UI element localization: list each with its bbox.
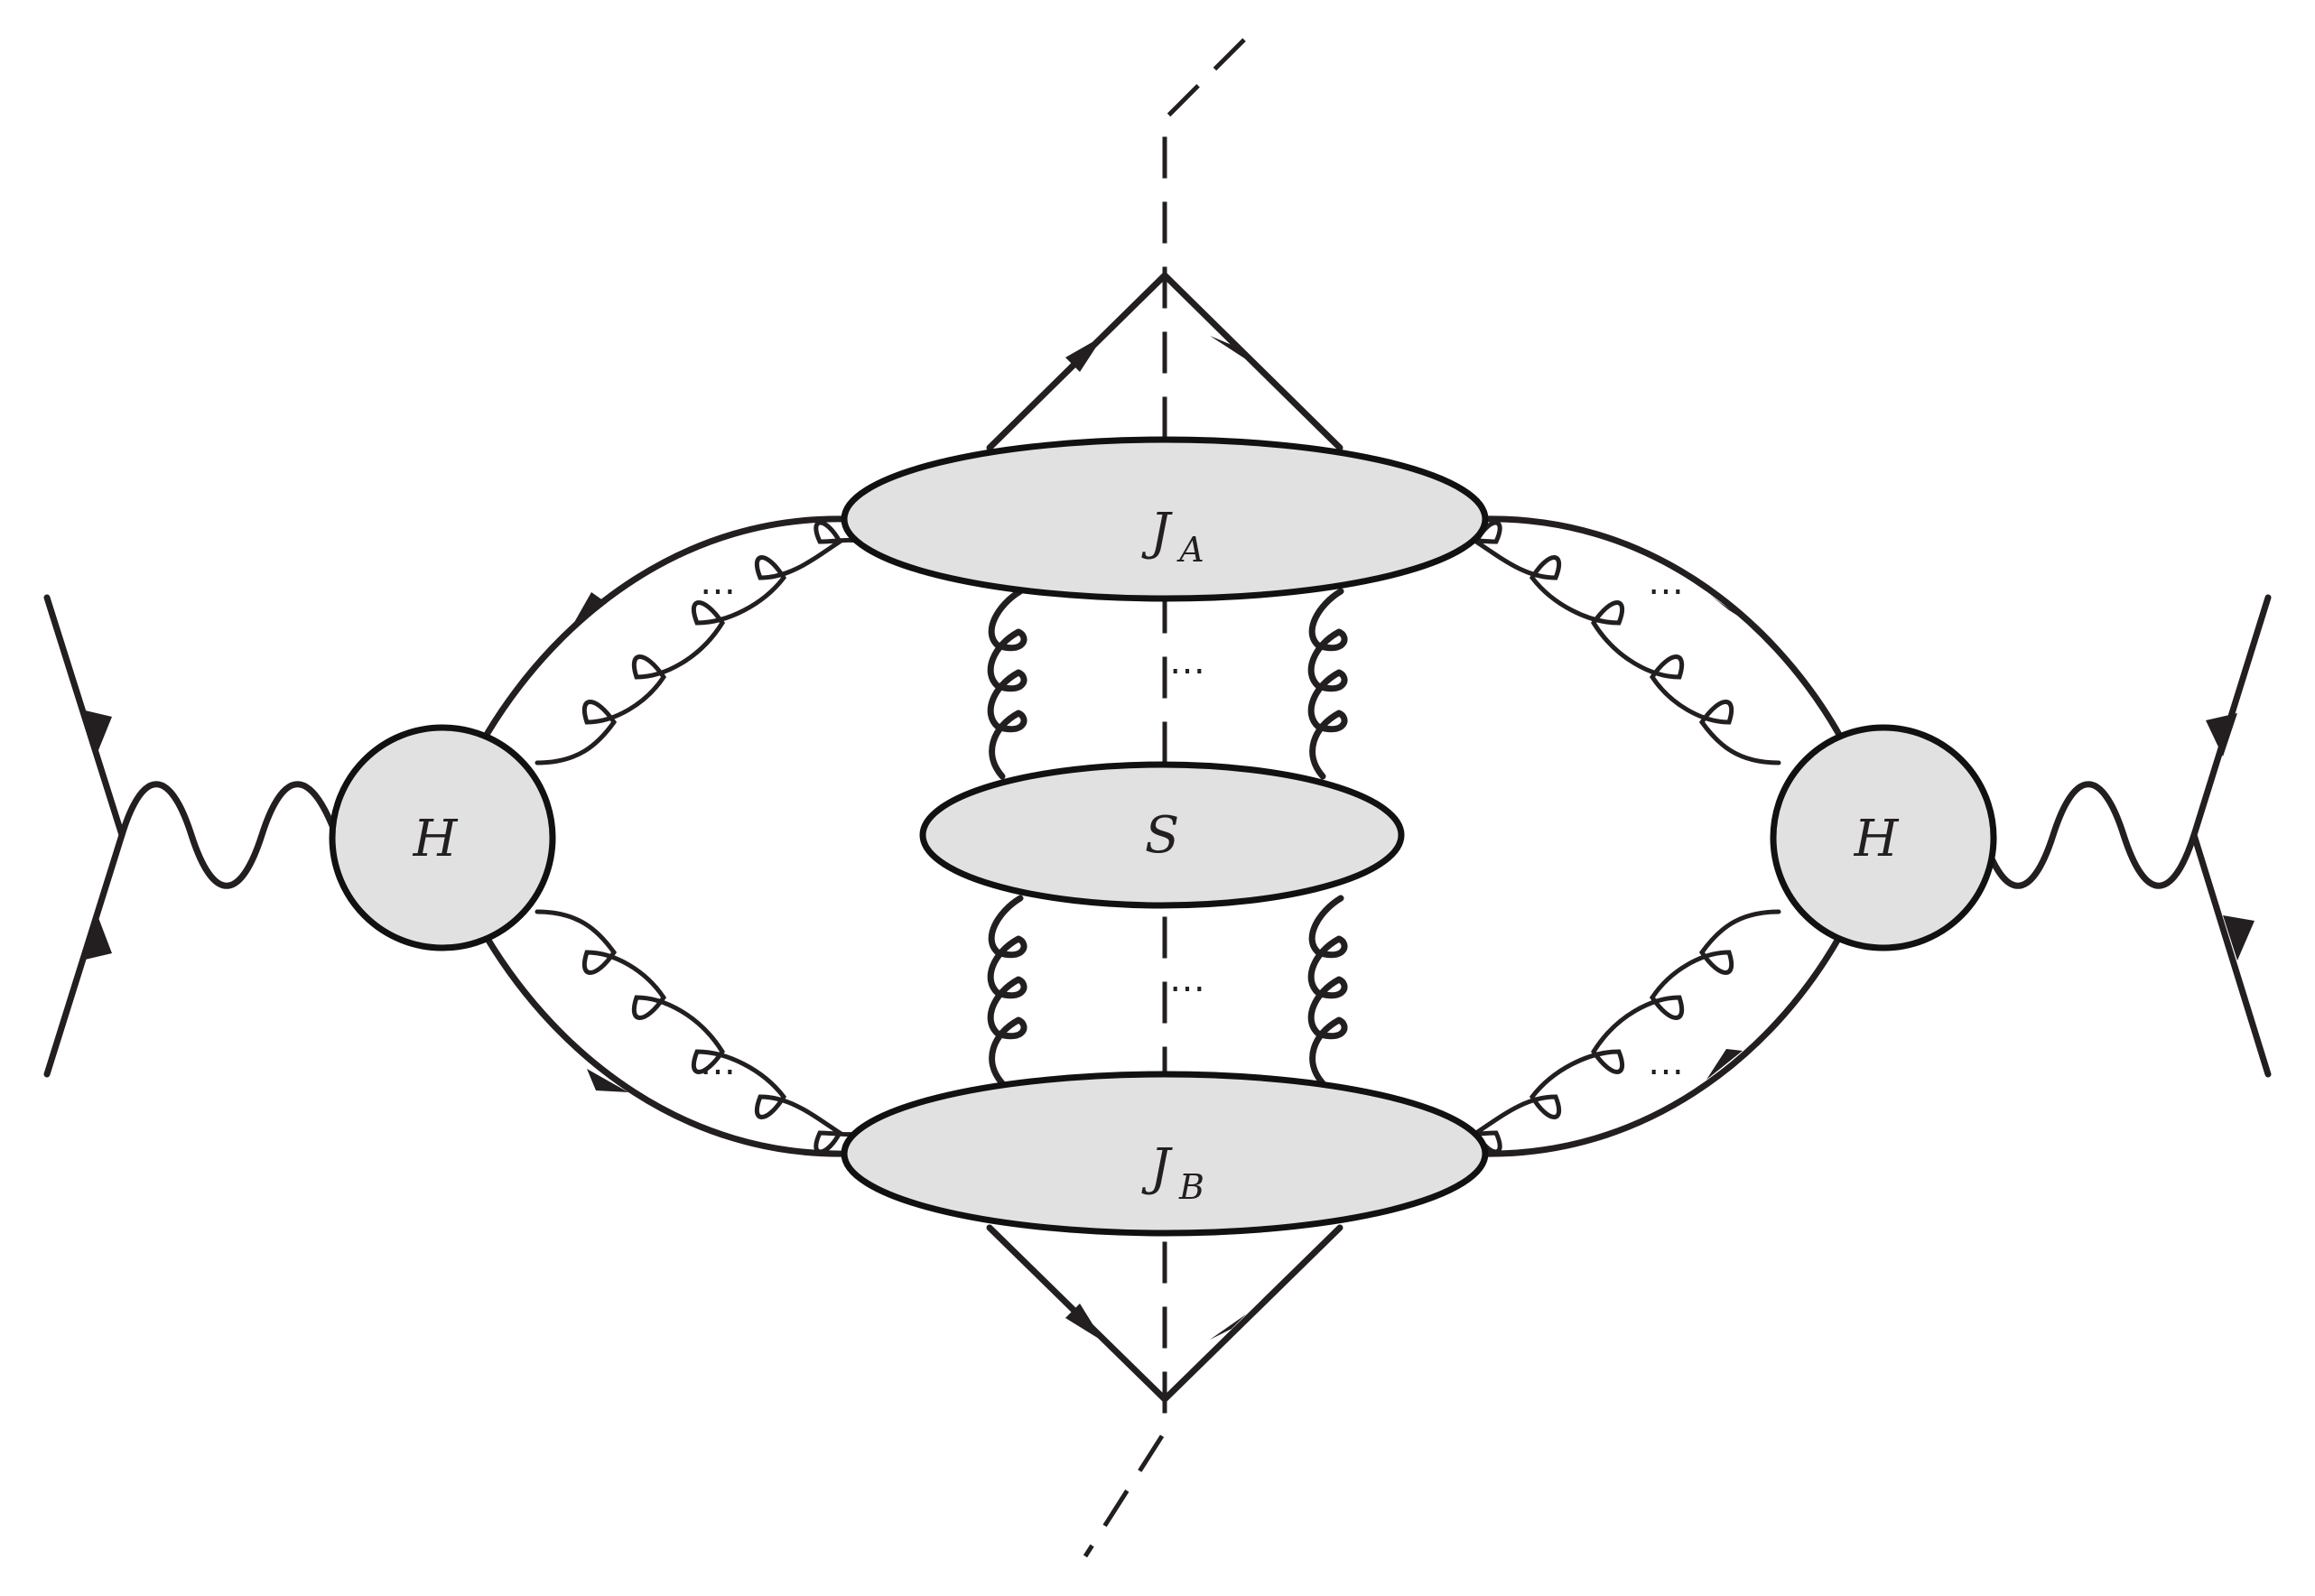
- collinear-gluon-upper-right: [1419, 520, 1781, 766]
- soft-gluon-upper-right: [1307, 588, 1348, 780]
- soft-label: S: [1145, 806, 1179, 865]
- cut-line: [1083, 38, 1246, 1558]
- soft-gluon-lower-left: [987, 895, 1027, 1087]
- hard-left-label: H: [413, 810, 459, 868]
- quark-line-top: [986, 272, 1343, 451]
- ellipsis-upper-right: ⋯: [1648, 571, 1684, 612]
- quark-line-lower-left: [484, 935, 852, 1157]
- hard-function-left: H: [329, 724, 556, 951]
- soft-gluon-upper-left: [987, 588, 1027, 780]
- jet-function-a: J A: [841, 436, 1489, 602]
- photon-left: [118, 781, 339, 889]
- ellipsis-lower-right: ⋯: [1648, 1051, 1684, 1092]
- jet-function-b: J B: [841, 1071, 1489, 1237]
- ellipsis-lower-left: ⋯: [700, 1051, 736, 1092]
- quark-line-lower-right: [1477, 935, 1842, 1157]
- hard-function-right: H: [1770, 724, 1997, 951]
- jet-a-subscript: A: [1176, 530, 1204, 570]
- ellipsis-soft-upper: ⋯: [1169, 650, 1205, 691]
- soft-gluon-lower-right: [1307, 895, 1348, 1087]
- quark-line-bottom: [986, 1224, 1343, 1403]
- jet-b-subscript: B: [1178, 1167, 1204, 1207]
- ellipsis-soft-lower: ⋯: [1169, 968, 1205, 1009]
- quark-line-upper-right: [1477, 515, 1842, 737]
- photon-right: [1979, 781, 2198, 889]
- hard-right-label: H: [1854, 810, 1900, 868]
- collinear-gluon-lower-right: [1419, 909, 1781, 1155]
- incoming-fermion-left: [43, 594, 126, 1078]
- collinear-gluon-upper-left: [535, 520, 897, 766]
- soft-function: S: [919, 761, 1405, 909]
- quark-line-upper-left: [484, 515, 852, 737]
- ellipsis-upper-left: ⋯: [700, 571, 736, 612]
- collinear-gluon-lower-left: [535, 909, 897, 1155]
- outgoing-fermion-right: [2190, 594, 2272, 1078]
